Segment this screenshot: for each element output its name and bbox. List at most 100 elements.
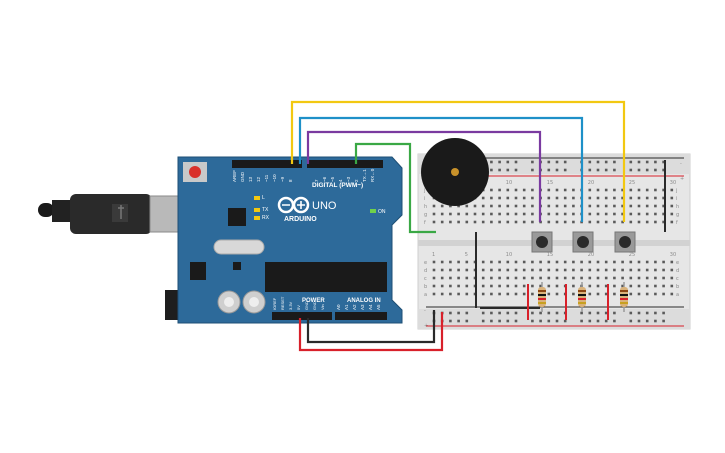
breadboard-hole[interactable] — [457, 292, 460, 296]
breadboard-hole[interactable] — [490, 311, 493, 315]
breadboard-hole[interactable] — [637, 212, 641, 216]
breadboard-hole[interactable] — [490, 196, 493, 200]
push-button[interactable] — [531, 231, 553, 253]
breadboard-hole[interactable] — [465, 311, 469, 315]
breadboard-hole[interactable] — [563, 160, 567, 164]
breadboard-hole[interactable] — [490, 168, 493, 172]
breadboard-hole[interactable] — [604, 268, 608, 272]
breadboard-hole[interactable] — [555, 292, 559, 296]
breadboard-hole[interactable] — [654, 260, 657, 264]
breadboard-hole[interactable] — [522, 276, 526, 280]
breadboard-hole[interactable] — [481, 284, 485, 288]
breadboard-hole[interactable] — [432, 220, 436, 224]
breadboard-hole[interactable] — [596, 284, 600, 288]
breadboard-hole[interactable] — [670, 260, 674, 264]
breadboard-hole[interactable] — [654, 319, 657, 323]
breadboard-hole[interactable] — [629, 212, 633, 216]
breadboard-hole[interactable] — [539, 284, 542, 288]
breadboard-hole[interactable] — [613, 260, 616, 264]
breadboard-hole[interactable] — [580, 319, 583, 323]
breadboard-hole[interactable] — [596, 319, 600, 323]
breadboard-hole[interactable] — [449, 204, 452, 208]
breadboard-hole[interactable] — [531, 268, 534, 272]
breadboard-hole[interactable] — [449, 276, 452, 280]
breadboard-hole[interactable] — [588, 220, 592, 224]
breadboard-hole[interactable] — [654, 268, 657, 272]
breadboard-hole[interactable] — [539, 276, 542, 280]
breadboard-hole[interactable] — [514, 276, 518, 280]
breadboard-hole[interactable] — [654, 220, 657, 224]
breadboard-hole[interactable] — [457, 319, 460, 323]
breadboard-hole[interactable] — [662, 188, 665, 192]
breadboard-hole[interactable] — [555, 168, 559, 172]
breadboard-hole[interactable] — [457, 212, 460, 216]
breadboard-hole[interactable] — [670, 220, 674, 224]
breadboard-hole[interactable] — [440, 284, 444, 288]
breadboard-hole[interactable] — [440, 260, 444, 264]
breadboard-hole[interactable] — [629, 284, 633, 288]
breadboard-hole[interactable] — [457, 268, 460, 272]
breadboard-hole[interactable] — [498, 220, 501, 224]
breadboard-hole[interactable] — [531, 319, 534, 323]
breadboard-hole[interactable] — [604, 168, 608, 172]
breadboard-hole[interactable] — [481, 268, 485, 272]
breadboard-hole[interactable] — [531, 276, 534, 280]
breadboard-hole[interactable] — [645, 160, 649, 164]
breadboard-hole[interactable] — [588, 188, 592, 192]
breadboard-hole[interactable] — [449, 284, 452, 288]
breadboard-hole[interactable] — [457, 220, 460, 224]
breadboard-hole[interactable] — [588, 196, 592, 200]
breadboard-hole[interactable] — [555, 220, 559, 224]
breadboard-hole[interactable] — [547, 260, 551, 264]
breadboard-hole[interactable] — [604, 196, 608, 200]
breadboard-hole[interactable] — [531, 292, 534, 296]
breadboard-hole[interactable] — [449, 220, 452, 224]
breadboard-hole[interactable] — [613, 284, 616, 288]
breadboard-hole[interactable] — [563, 276, 567, 280]
breadboard-hole[interactable] — [531, 260, 534, 264]
breadboard-hole[interactable] — [555, 276, 559, 280]
breadboard-hole[interactable] — [637, 284, 641, 288]
breadboard-hole[interactable] — [645, 260, 649, 264]
breadboard-hole[interactable] — [604, 276, 608, 280]
breadboard-hole[interactable] — [555, 268, 559, 272]
breadboard-hole[interactable] — [531, 168, 534, 172]
breadboard-hole[interactable] — [596, 196, 600, 200]
breadboard-hole[interactable] — [629, 276, 633, 280]
breadboard-hole[interactable] — [670, 204, 674, 208]
breadboard-hole[interactable] — [588, 276, 592, 280]
reset-button[interactable] — [189, 166, 201, 178]
breadboard-hole[interactable] — [432, 284, 436, 288]
breadboard-hole[interactable] — [588, 284, 592, 288]
breadboard-hole[interactable] — [588, 212, 592, 216]
breadboard-hole[interactable] — [654, 196, 657, 200]
breadboard-hole[interactable] — [539, 268, 542, 272]
breadboard-hole[interactable] — [473, 212, 477, 216]
breadboard-hole[interactable] — [637, 260, 641, 264]
breadboard-hole[interactable] — [506, 220, 510, 224]
breadboard-hole[interactable] — [613, 212, 616, 216]
breadboard-hole[interactable] — [629, 204, 633, 208]
breadboard-hole[interactable] — [596, 260, 600, 264]
breadboard-hole[interactable] — [440, 268, 444, 272]
breadboard-hole[interactable] — [629, 168, 633, 172]
breadboard-hole[interactable] — [531, 220, 534, 224]
breadboard-hole[interactable] — [465, 268, 469, 272]
breadboard-hole[interactable] — [531, 160, 534, 164]
breadboard-hole[interactable] — [481, 196, 485, 200]
breadboard-hole[interactable] — [629, 319, 633, 323]
breadboard-hole[interactable] — [572, 260, 575, 264]
breadboard-hole[interactable] — [473, 220, 477, 224]
breadboard-hole[interactable] — [596, 204, 600, 208]
breadboard-hole[interactable] — [572, 196, 575, 200]
breadboard-hole[interactable] — [547, 292, 551, 296]
breadboard-hole[interactable] — [604, 160, 608, 164]
breadboard-hole[interactable] — [662, 311, 665, 315]
breadboard-hole[interactable] — [432, 268, 436, 272]
breadboard-hole[interactable] — [432, 276, 436, 280]
breadboard-hole[interactable] — [654, 188, 657, 192]
breadboard-hole[interactable] — [572, 276, 575, 280]
breadboard-hole[interactable] — [588, 160, 592, 164]
breadboard-hole[interactable] — [514, 311, 518, 315]
breadboard-hole[interactable] — [613, 204, 616, 208]
